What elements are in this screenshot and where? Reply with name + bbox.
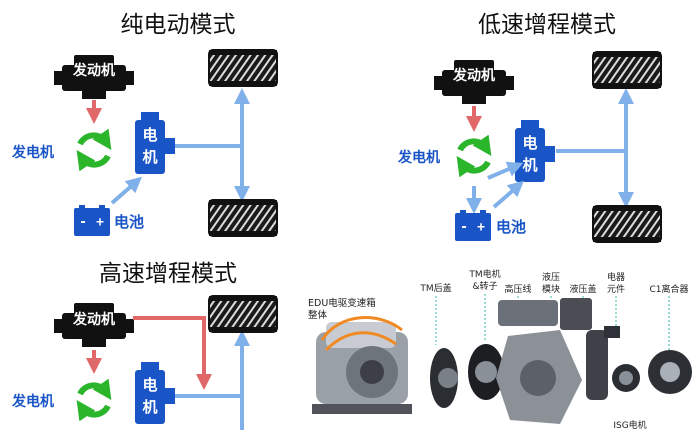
mode-title: 纯电动模式 [121, 12, 236, 38]
component-label: 液压盖 [569, 283, 596, 295]
component-label: TM后盖 [419, 282, 451, 294]
mode-low-speed-range-extender: 低速增程模式 发动机 发电机 电 机 - + 电池 [397, 12, 662, 243]
exploded-components-photo: TM后盖 TM电机 &转子 高压线 液压 模块 液压盖 电器 元件 C1离合器 [419, 268, 692, 430]
battery-minus: - [79, 215, 87, 230]
battery-minus: - [460, 220, 468, 235]
component-label: 模块 [542, 283, 560, 295]
battery-to-motor-arrow [492, 180, 525, 209]
generator-icon [80, 385, 108, 414]
engine-label: 发动机 [72, 62, 115, 79]
component-label: &转子 [472, 280, 497, 292]
generator-label: 发电机 [11, 144, 54, 161]
engine-label: 发动机 [452, 67, 495, 84]
edu-assembly-photo: EDU电驱变速箱 整体 [308, 297, 412, 414]
tire-icon [208, 295, 278, 333]
mode-high-speed-range-extender: 高速增程模式 发动机 发电机 电 机 [11, 261, 278, 430]
battery-label: 电池 [496, 218, 526, 236]
battery-to-motor-arrow [110, 176, 143, 205]
tire-icon [592, 51, 662, 89]
generator-label: 发电机 [11, 393, 54, 410]
edu-label-line1: EDU电驱变速箱 [308, 297, 376, 309]
engine-direct-drive-arrow [133, 316, 212, 390]
component-label: TM电机 [468, 268, 500, 280]
motor-label-top: 电 [522, 134, 537, 152]
tire-icon [208, 199, 278, 237]
component-label: 液压 [542, 271, 560, 283]
mode-title: 低速增程模式 [478, 12, 616, 38]
generator-icon [80, 135, 108, 164]
battery-label: 电池 [114, 213, 144, 231]
motor-label-bottom: 机 [142, 148, 157, 166]
component-label: C1离合器 [649, 283, 688, 295]
motor-label-bottom: 机 [522, 156, 537, 174]
generator-label: 发电机 [397, 149, 440, 166]
component-label: ISG电机 [613, 419, 646, 430]
component-label: 元件 [607, 283, 625, 295]
tire-icon [208, 49, 278, 87]
generator-icon [460, 141, 488, 170]
battery-plus: + [96, 215, 104, 230]
component-label: 电器 [607, 271, 625, 283]
motor-label-top: 电 [142, 376, 157, 394]
battery-plus: + [477, 220, 485, 235]
generator-to-motor-arrow [487, 161, 524, 180]
component-label: 高压线 [504, 283, 531, 295]
mode-title: 高速增程模式 [99, 261, 237, 287]
motor-label-top: 电 [142, 126, 157, 144]
edu-label-line2: 整体 [308, 309, 328, 321]
engine-label: 发动机 [72, 311, 115, 328]
motor-label-bottom: 机 [142, 398, 157, 416]
mode-pure-electric: 纯电动模式 发动机 发电机 电 机 - + 电池 [11, 12, 278, 237]
tire-icon [592, 205, 662, 243]
